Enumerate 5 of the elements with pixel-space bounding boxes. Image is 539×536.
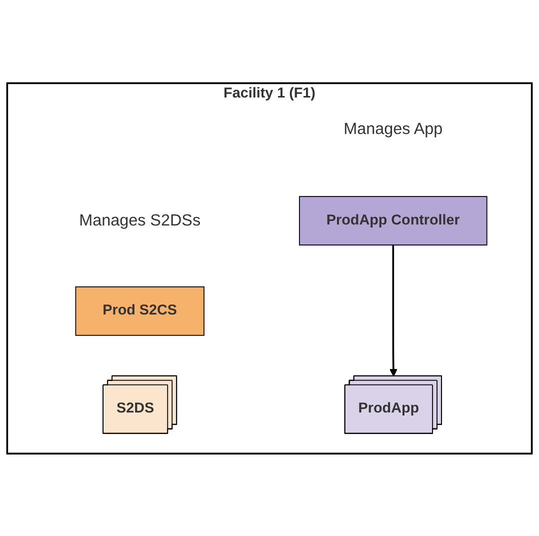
node-box: Prod S2CS <box>75 286 204 336</box>
arrow <box>390 244 398 376</box>
node-label: Manages App <box>344 119 443 138</box>
node-box: ProdApp Controller <box>299 196 488 246</box>
node-label: Manages S2DSs <box>79 210 201 229</box>
